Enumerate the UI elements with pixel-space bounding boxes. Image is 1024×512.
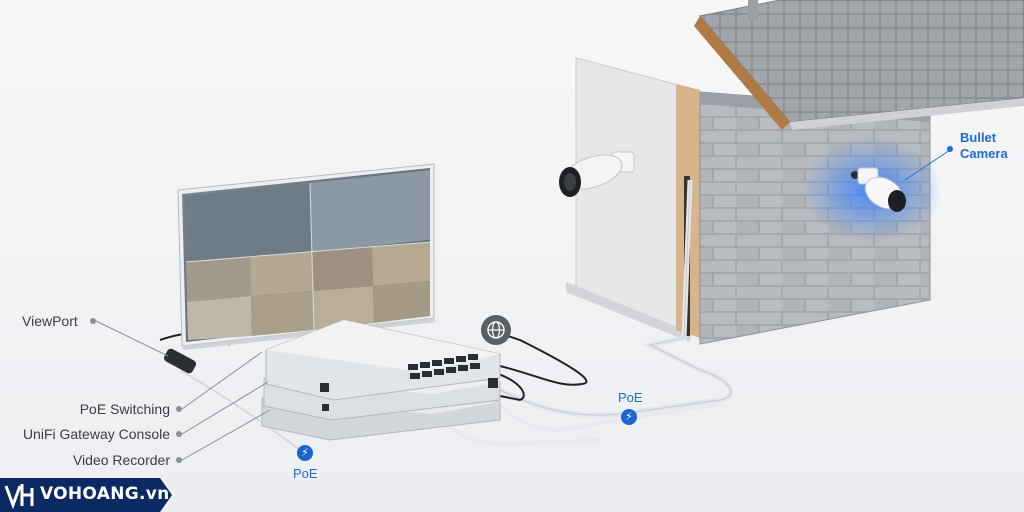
rack-stack (261, 319, 501, 441)
gateway-console-label: UniFi Gateway Console (22, 426, 170, 442)
bullet-camera (851, 167, 906, 212)
leader-lines (95, 149, 951, 461)
poe-right-lightning-icon: ⚡ (621, 409, 637, 425)
bullet-camera-label-line1: Bullet (960, 130, 997, 145)
poe-left-label: PoE (293, 466, 318, 481)
viewport-leader-dot (90, 318, 96, 324)
vh-logo-icon (4, 484, 34, 510)
viewport-label: ViewPort (22, 313, 78, 329)
interior-camera (559, 151, 635, 197)
viewport-device (163, 348, 197, 374)
monitor (177, 163, 436, 350)
bullet-camera-label: Bullet Camera (960, 130, 1008, 162)
bullet-camera-label-line2: Camera (960, 146, 1008, 161)
globe-icon (481, 315, 511, 345)
poe-right-label: PoE (618, 390, 643, 405)
video-recorder-leader-dot (176, 457, 182, 463)
poe-switching-label: PoE Switching (79, 401, 170, 417)
house (566, 0, 1024, 345)
bullet-camera-leader-dot (947, 146, 953, 152)
video-recorder-label: Video Recorder (72, 452, 170, 468)
gateway-console-leader-dot (176, 431, 182, 437)
brand-name: VOHOANG.vn (40, 484, 170, 504)
brand-banner (0, 478, 172, 512)
poe-switching-leader-dot (176, 406, 182, 412)
poe-left-lightning-icon: ⚡ (297, 445, 313, 461)
